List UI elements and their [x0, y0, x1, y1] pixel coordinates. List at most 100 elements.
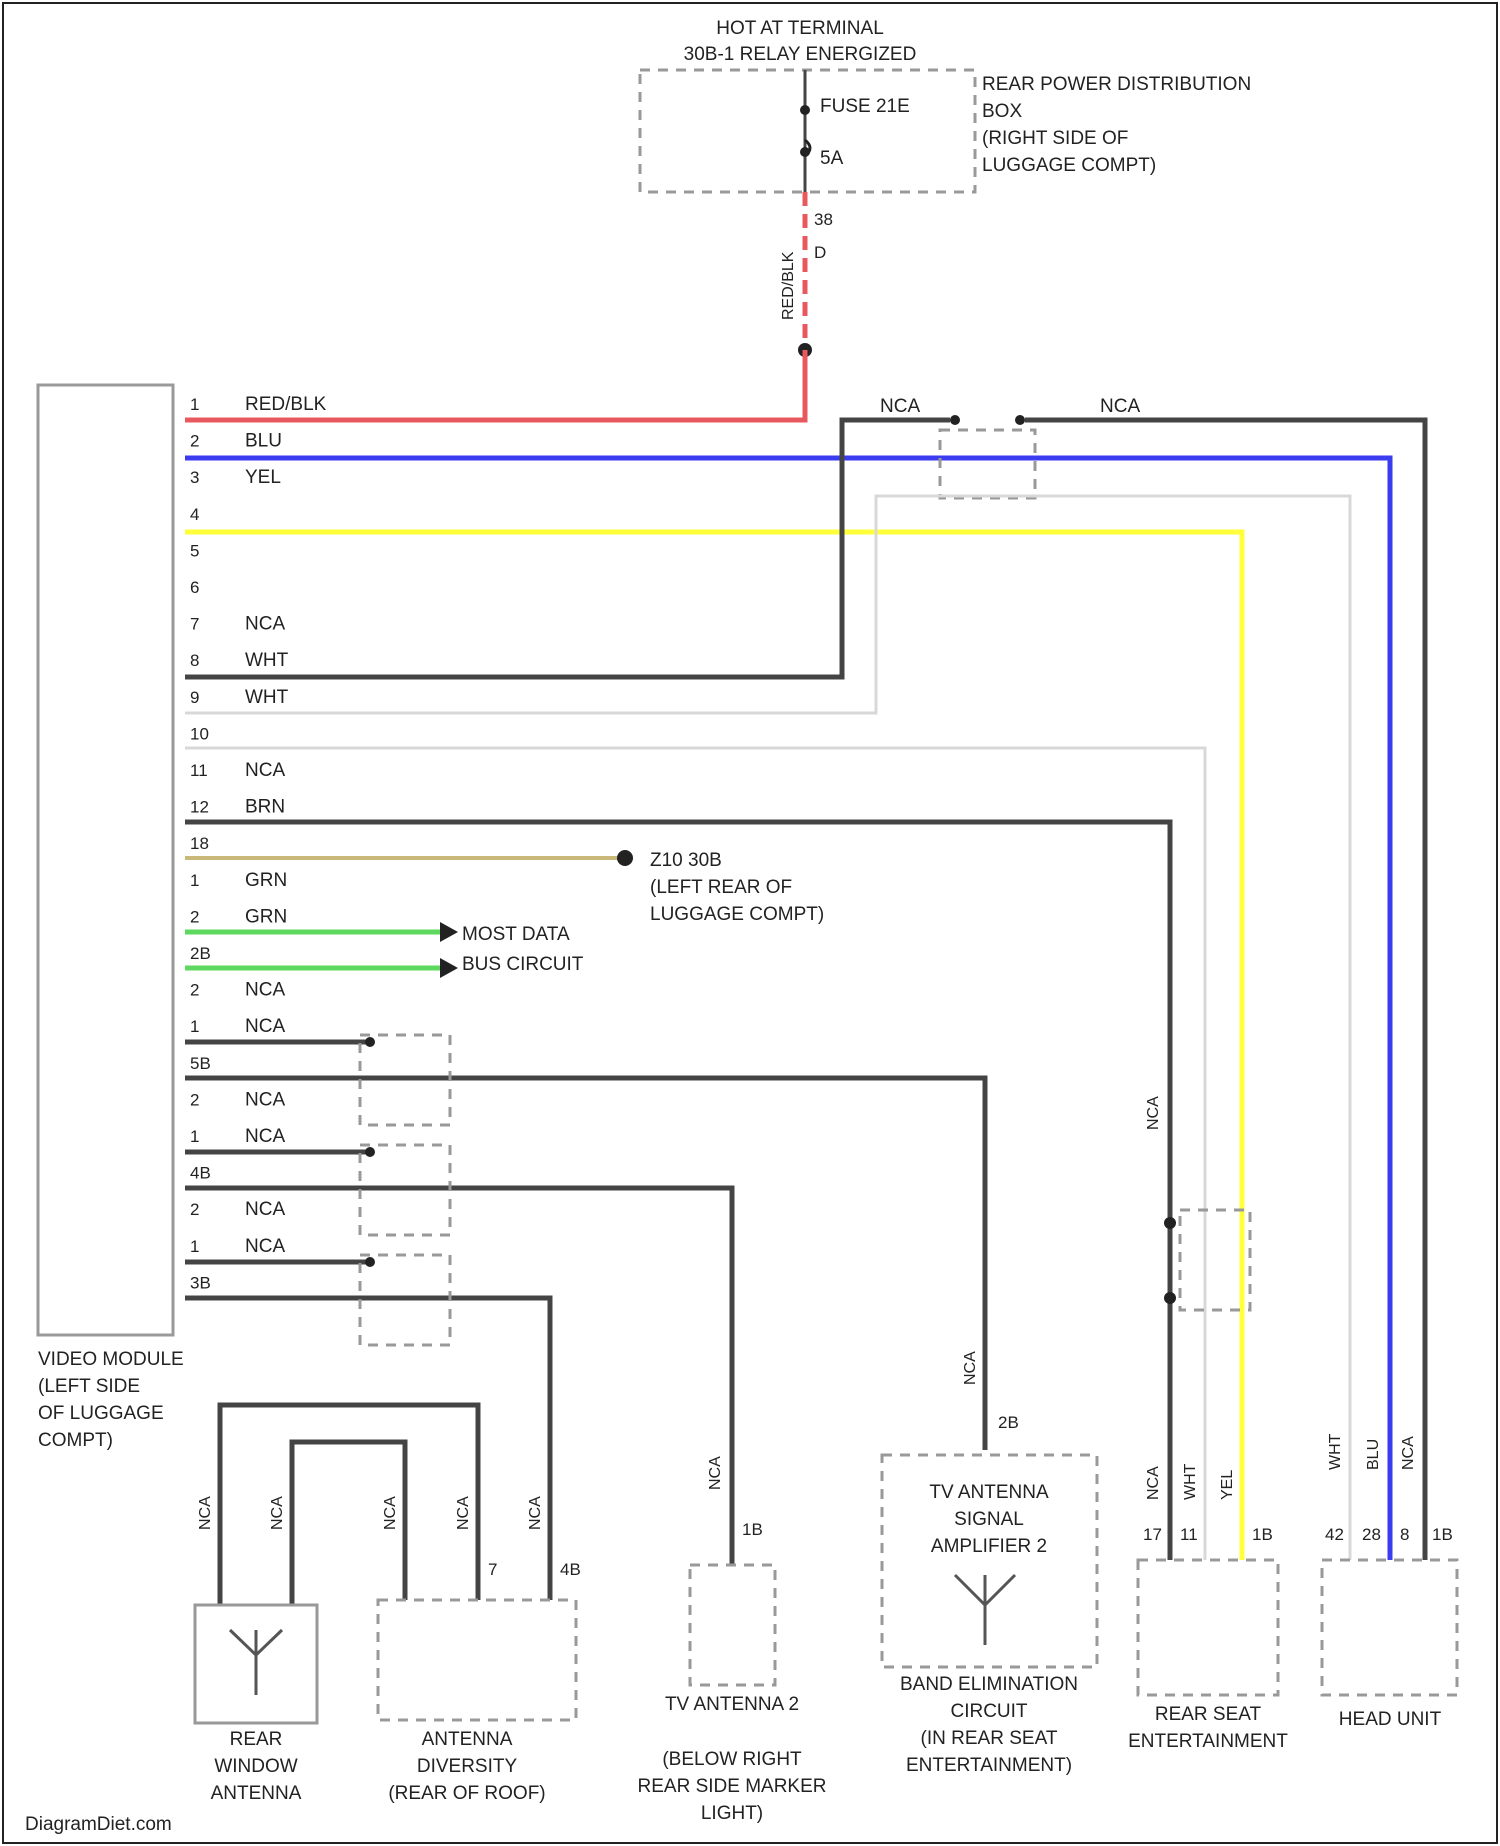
rw-wire1: NCA — [197, 1496, 214, 1530]
ground-label: Z10 30B — [650, 850, 722, 871]
pdb-line4: LUGGAGE COMPT) — [982, 155, 1156, 176]
amp-pin: 2B — [998, 1413, 1019, 1432]
amp-sub2: CIRCUIT — [950, 1701, 1027, 1722]
module-pin-number: 3 — [190, 468, 199, 487]
head-w1: WHT — [1327, 1433, 1344, 1470]
ground-line2: (LEFT REAR OF — [650, 877, 792, 898]
fuse-name: FUSE 21E — [820, 96, 910, 117]
module-pin-number: 1 — [190, 1237, 199, 1256]
module-pin-wire-color: NCA — [245, 1089, 285, 1110]
amp-sub3: (IN REAR SEAT — [921, 1728, 1058, 1749]
tv2-line4: LIGHT) — [701, 1803, 763, 1824]
module-pin-wire-color: NCA — [245, 1199, 285, 1220]
div-pin1: 7 — [488, 1560, 497, 1579]
tv-antenna-2-box — [690, 1565, 775, 1685]
div-wire3: NCA — [527, 1496, 544, 1530]
module-pin-wire-color: NCA — [245, 1016, 285, 1037]
module-pin-number: 2 — [190, 1200, 199, 1219]
top-nca-right: NCA — [1100, 396, 1140, 417]
module-pin-number: 1 — [190, 871, 199, 890]
rse-line1: REAR SEAT — [1155, 1704, 1262, 1725]
module-pin-number: 1 — [190, 395, 199, 414]
module-pin-wire-color: GRN — [245, 870, 287, 891]
rear-window-line2: WINDOW — [214, 1756, 297, 1777]
amp-line1: TV ANTENNA — [929, 1482, 1049, 1503]
rear-window-line3: ANTENNA — [211, 1783, 302, 1804]
rse-line2: ENTERTAINMENT — [1128, 1731, 1288, 1752]
module-pin-wire-color: BLU — [245, 431, 282, 452]
rear-seat-entertainment-box — [1138, 1560, 1278, 1695]
module-pin-wire-color: NCA — [245, 1236, 285, 1257]
rw-wire2: NCA — [269, 1496, 286, 1530]
diversity-line2: DIVERSITY — [417, 1756, 518, 1777]
module-pin-number: 2 — [190, 432, 199, 451]
module-pin-number: 7 — [190, 615, 199, 634]
module-pin-number: 8 — [190, 651, 199, 670]
ground-icon — [617, 850, 633, 866]
module-pin-number: 1 — [190, 1127, 199, 1146]
head-w3: NCA — [1400, 1436, 1417, 1470]
head-p4: 1B — [1432, 1525, 1453, 1544]
module-pin-number: 4 — [190, 505, 199, 524]
head-p2: 28 — [1362, 1525, 1381, 1544]
rse-conn-dot-top — [1164, 1217, 1176, 1229]
rse-p2: 11 — [1180, 1525, 1198, 1544]
module-pin-wire-color: BRN — [245, 797, 285, 818]
tv2-line3: REAR SIDE MARKER — [638, 1776, 827, 1797]
amp-line2: SIGNAL — [954, 1509, 1024, 1530]
module-pin-rows: 1RED/BLK2BLU3YEL4567NCA8WHT9WHT1011NCA12… — [190, 394, 327, 1292]
div-wire1: NCA — [382, 1496, 399, 1530]
rse-w3: YEL — [1219, 1470, 1236, 1500]
antenna-diversity-box — [378, 1600, 576, 1720]
module-pin-number: 5B — [190, 1054, 211, 1073]
rse-w1: NCA — [1145, 1466, 1162, 1500]
module-pin-number: 2B — [190, 944, 211, 963]
supply-title-line1: HOT AT TERMINAL — [716, 18, 884, 39]
supply-wire-label: RED/BLK — [780, 251, 797, 320]
ground-line3: LUGGAGE COMPT) — [650, 904, 824, 925]
connector-dot-left — [950, 415, 960, 425]
tv2-pin: 1B — [742, 1520, 763, 1539]
module-pin-number: 9 — [190, 688, 199, 707]
fuse-terminal-top — [800, 105, 810, 115]
wire-nca-head — [1025, 420, 1425, 1560]
module-pin-number: 1 — [190, 1017, 199, 1036]
video-module-line1: VIDEO MODULE — [38, 1349, 184, 1370]
diversity-line1: ANTENNA — [422, 1729, 513, 1750]
wire-rear-window-1 — [220, 1405, 478, 1605]
tv2-line2: (BELOW RIGHT — [662, 1749, 802, 1770]
most-line2: BUS CIRCUIT — [462, 954, 584, 975]
rse-p3: 1B — [1252, 1525, 1273, 1544]
fuse-terminal-bottom — [800, 147, 810, 157]
antenna-icon-amplifier — [955, 1575, 1015, 1645]
nca-mid-label: NCA — [1145, 1096, 1162, 1130]
module-pin-wire-color: YEL — [245, 467, 281, 488]
module-pin-number: 2 — [190, 1090, 199, 1109]
module-pin-number: 2 — [190, 907, 199, 926]
pdb-line2: BOX — [982, 101, 1022, 122]
module-pin-wire-color: GRN — [245, 906, 287, 927]
arrow-icon-most-1 — [440, 922, 458, 942]
most-line1: MOST DATA — [462, 924, 570, 945]
amp-line3: AMPLIFIER 2 — [931, 1536, 1047, 1557]
video-module-line2: (LEFT SIDE — [38, 1376, 140, 1397]
module-pin-number: 4B — [190, 1164, 211, 1183]
video-module-line4: COMPT) — [38, 1430, 113, 1451]
rse-p1: 17 — [1143, 1525, 1162, 1544]
amp-wire: NCA — [962, 1351, 979, 1385]
rear-power-distribution-box — [640, 70, 975, 192]
pair3-dot — [365, 1257, 375, 1267]
rear-window-line1: REAR — [230, 1729, 283, 1750]
module-pin-wire-color: NCA — [245, 1126, 285, 1147]
module-pin-number: 2 — [190, 981, 199, 1000]
amp-sub1: BAND ELIMINATION — [900, 1674, 1078, 1695]
pair2-dot — [365, 1147, 375, 1157]
diversity-line3: (REAR OF ROOF) — [388, 1783, 545, 1804]
arrow-icon-most-2 — [440, 958, 458, 978]
wire-wht-8 — [185, 496, 1350, 1560]
pdb-line1: REAR POWER DISTRIBUTION — [982, 74, 1251, 95]
tv2-line1: TV ANTENNA 2 — [665, 1694, 799, 1715]
rse-w2: WHT — [1182, 1463, 1199, 1500]
module-pin-wire-color: RED/BLK — [245, 394, 327, 415]
